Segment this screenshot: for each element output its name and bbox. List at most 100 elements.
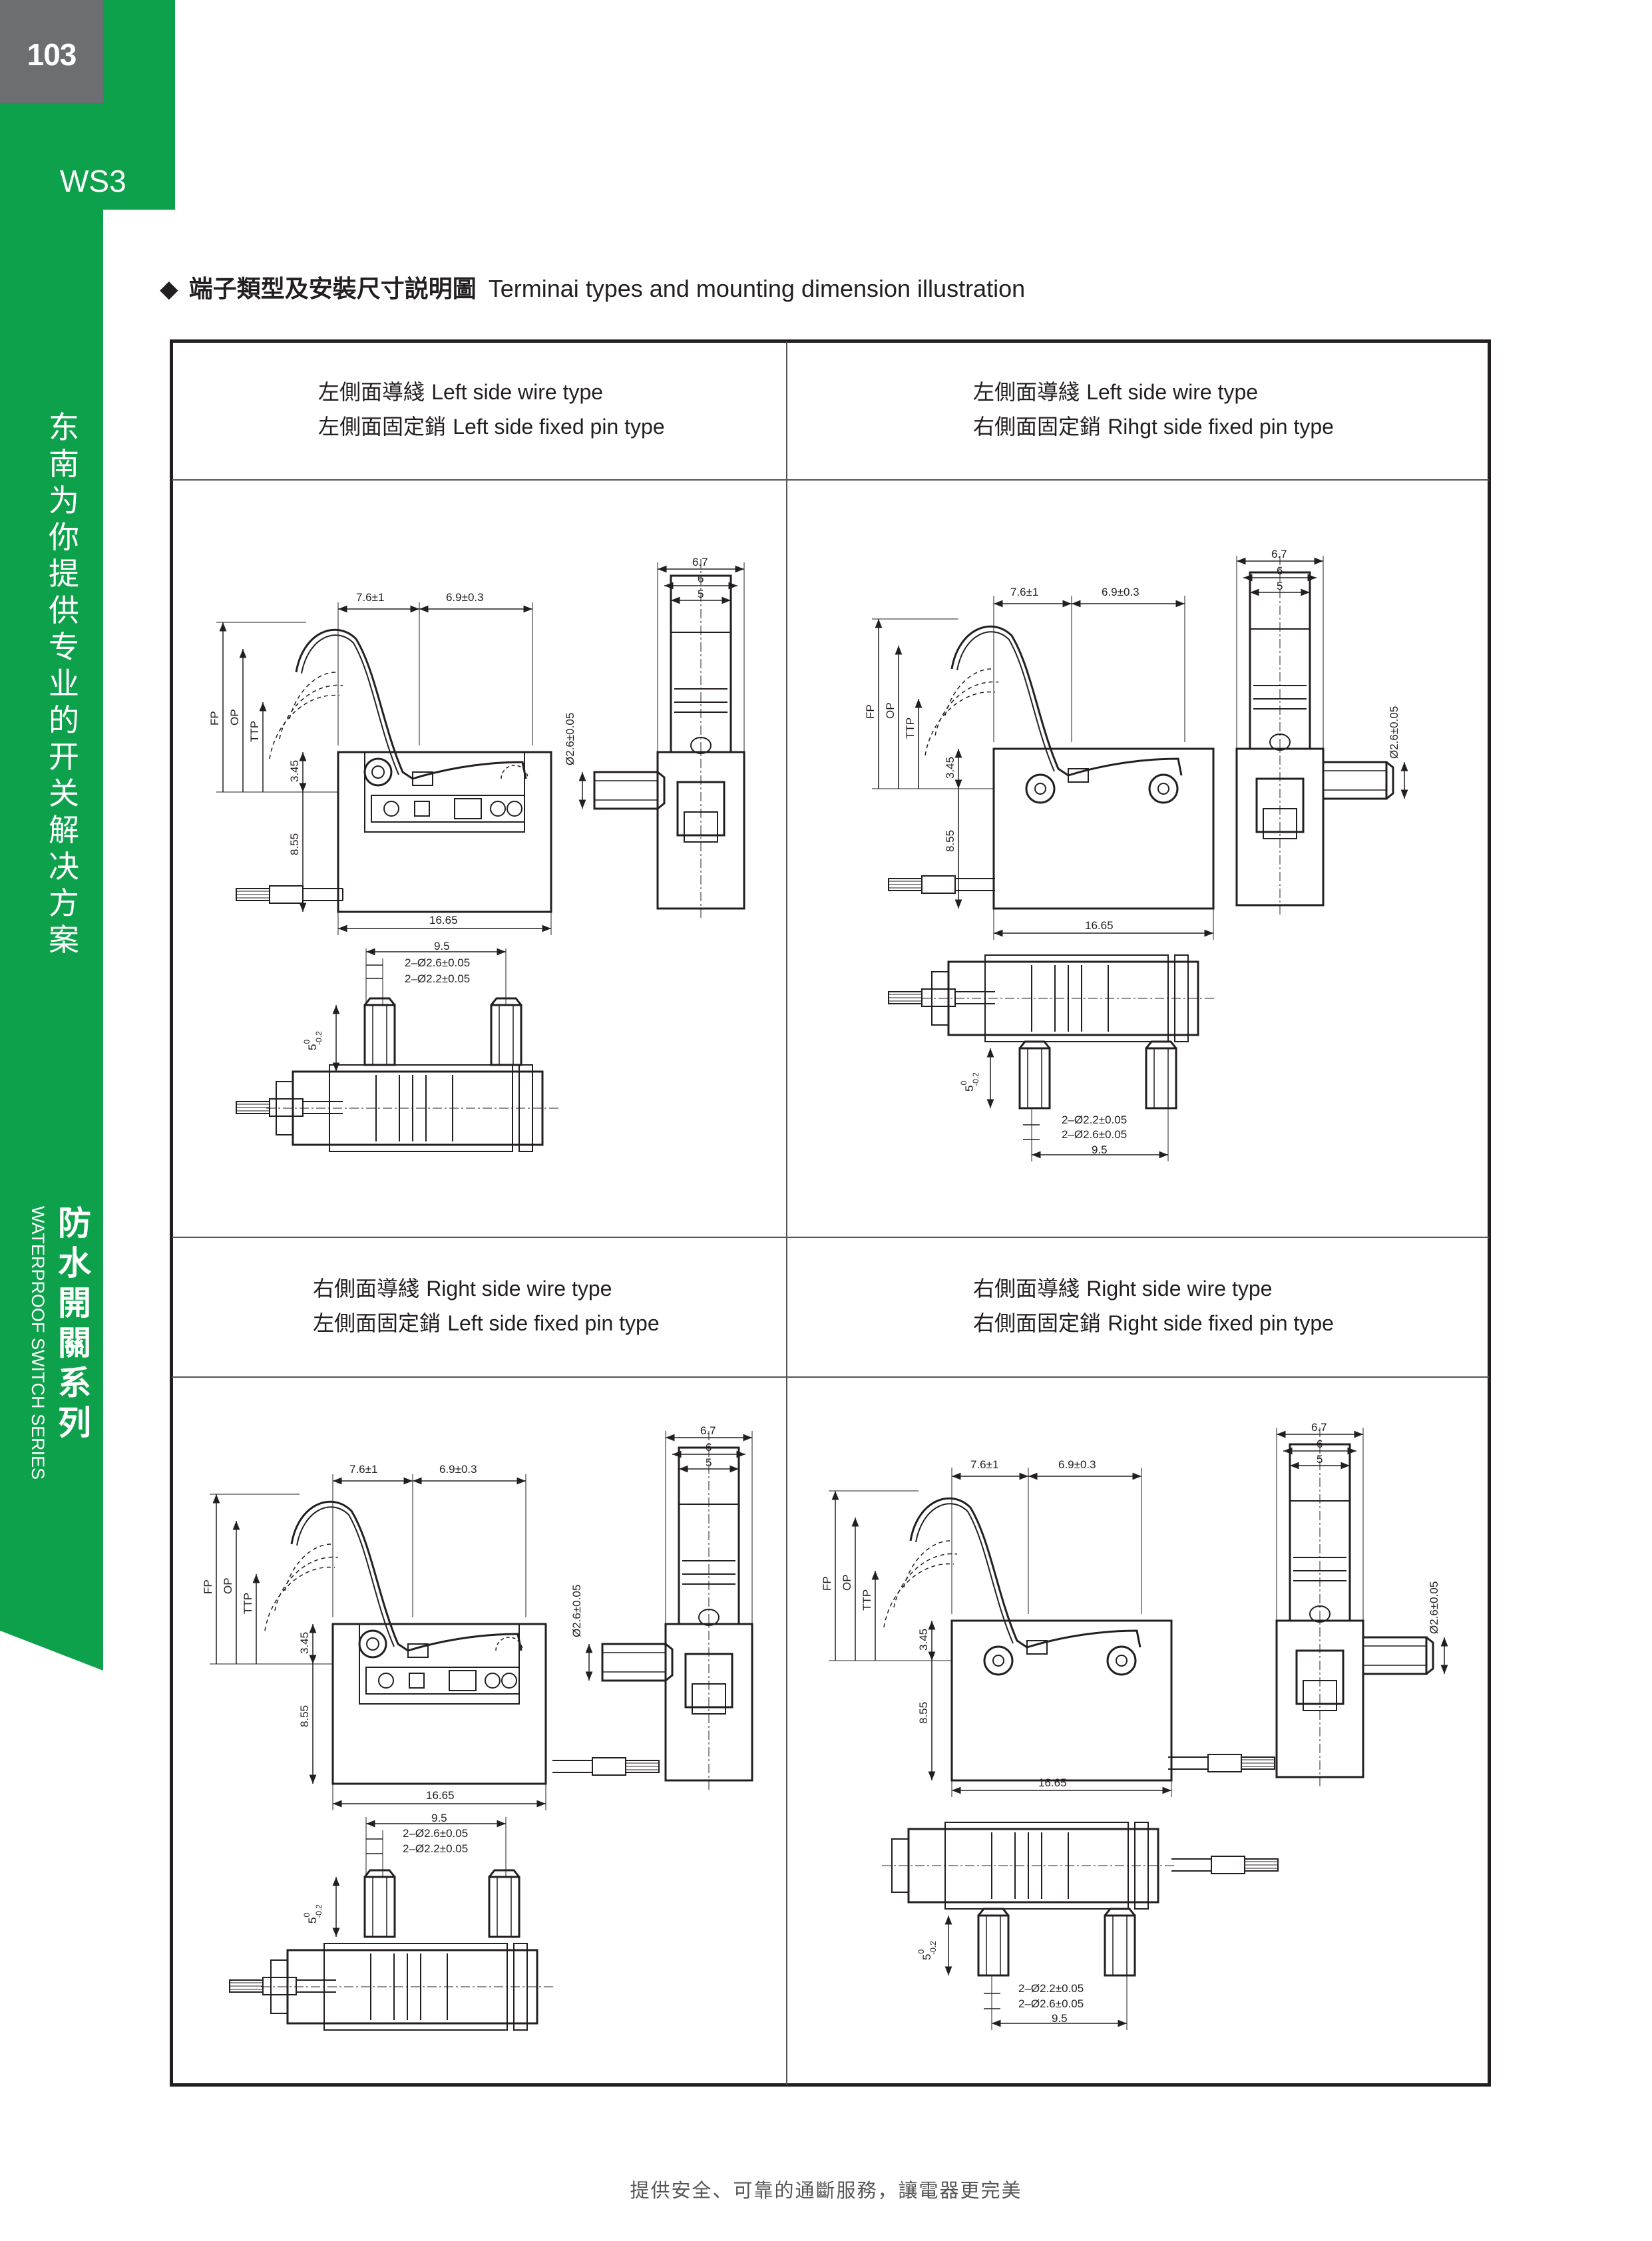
panel-1-pin-cn: 左側面固定銷 — [318, 414, 447, 439]
panel-3-wire-en: Right side wire type — [426, 1277, 612, 1301]
section-title-cn: 端子類型及安裝尺寸説明圖 — [188, 276, 477, 303]
panel-2-wire-en: Left side wire type — [1086, 380, 1259, 404]
dim-6-9: 6.9±0.3 — [1102, 586, 1139, 598]
dim-8-55: 8.55 — [298, 1705, 311, 1727]
dim-7-6: 7.6±1 — [970, 1458, 998, 1471]
dim-6: 6 — [706, 1441, 712, 1454]
panel-1-drawing: 7.6±1 6.9±0.3 6.7 6 5 Ø2.6±0.05 FP OP TT… — [208, 556, 745, 1153]
dim-3-45: 3.45 — [917, 1629, 930, 1651]
dim-diameter: Ø2.6±0.05 — [570, 1585, 583, 1637]
dim-op: OP — [841, 1574, 853, 1591]
panel-4-pin-cn: 右側面固定銷 — [973, 1311, 1102, 1336]
section-title: ◆ 端子類型及安裝尺寸説明圖 Terminai types and mounting… — [160, 270, 1025, 304]
sidebar-top-band — [103, 0, 175, 103]
dim-9-5: 9.5 — [431, 1812, 447, 1824]
panel-3-wire-cn: 右側面導綫 — [313, 1276, 420, 1301]
dim-6: 6 — [698, 572, 704, 585]
dim-fp: FP — [864, 704, 877, 719]
dim-6-7: 6.7 — [692, 556, 708, 568]
dim-8-55: 8.55 — [917, 1702, 930, 1724]
dim-pin-2-6: 2–Ø2.6±0.05 — [405, 956, 470, 969]
panel-1-wire-en: Left side wire type — [431, 380, 604, 404]
panel-4-wire-cn: 右側面導綫 — [973, 1276, 1080, 1301]
dim-diameter: Ø2.6±0.05 — [1388, 706, 1400, 759]
panel-2-pin-cn: 右側面固定銷 — [973, 414, 1102, 439]
dim-7-6: 7.6±1 — [1010, 586, 1038, 598]
dim-6-9: 6.9±0.3 — [439, 1463, 477, 1476]
dim-pin-2-2: 2–Ø2.2±0.05 — [1062, 1114, 1127, 1126]
dim-5-tol: 50-0.2 — [959, 1072, 980, 1092]
dim-pin-2-6: 2–Ø2.6±0.05 — [1062, 1128, 1127, 1141]
dim-6-9: 6.9±0.3 — [446, 591, 484, 604]
dim-pin-2-2: 2–Ø2.2±0.05 — [1018, 1982, 1084, 1995]
panel-3-drawing: 7.6±1 6.9±0.3 6.7 6 5 Ø2.6±0.05 FP OP TT… — [202, 1424, 753, 2031]
dim-pin-2-6: 2–Ø2.6±0.05 — [1018, 1997, 1084, 2010]
section-title-en: Terminai types and mounting dimension il… — [488, 275, 1026, 302]
sidebar-slant — [0, 1631, 103, 1671]
dim-3-45: 3.45 — [298, 1632, 311, 1654]
dim-7-6: 7.6±1 — [356, 591, 384, 604]
dim-7-6: 7.6±1 — [349, 1463, 377, 1476]
dim-16-65: 16.65 — [426, 1789, 455, 1802]
dim-5-tol: 50-0.2 — [302, 1904, 323, 1924]
dim-fp: FP — [208, 711, 221, 725]
dim-ttp: TTP — [248, 721, 261, 742]
dim-ttp: TTP — [861, 1589, 873, 1611]
panel-4-drawing: 7.6±1 6.9±0.3 6.7 6 5 Ø2.6±0.05 FP OP TT… — [821, 1421, 1448, 2030]
dim-pin-2-6: 2–Ø2.6±0.05 — [403, 1827, 468, 1840]
grid-divider-middle — [172, 1237, 1489, 1238]
panel-2-wire-cn: 左側面導綫 — [973, 379, 1080, 405]
dim-8-55: 8.55 — [288, 833, 301, 855]
dim-16-65: 16.65 — [429, 914, 458, 926]
dim-5: 5 — [706, 1456, 712, 1469]
series-name-en: WATERPROOF SWITCH SERIES — [28, 1206, 48, 1480]
dim-5: 5 — [1317, 1453, 1323, 1466]
dim-16-65: 16.65 — [1038, 1776, 1067, 1789]
illustration-frame — [170, 339, 1491, 2087]
grid-divider-caption-top — [172, 479, 1489, 481]
sidebar-strip — [0, 210, 103, 1631]
dim-op: OP — [222, 1577, 234, 1594]
dim-16-65: 16.65 — [1085, 919, 1114, 932]
dim-9-5: 9.5 — [1052, 2012, 1068, 2025]
page-number-box: 103 — [0, 0, 103, 103]
dim-ttp: TTP — [242, 1593, 254, 1614]
dim-8-55: 8.55 — [944, 830, 956, 852]
dim-diameter: Ø2.6±0.05 — [1428, 1581, 1440, 1634]
diamond-icon: ◆ — [160, 276, 178, 303]
dim-3-45: 3.45 — [288, 760, 301, 782]
panel-3-pin-en: Left side fixed pin type — [447, 1311, 660, 1335]
dim-6-7: 6.7 — [1271, 548, 1287, 560]
dim-6-7: 6.7 — [1311, 1421, 1327, 1434]
dim-ttp: TTP — [904, 717, 917, 739]
dim-9-5: 9.5 — [1092, 1143, 1108, 1156]
panel-2-drawing: 7.6±1 6.9±0.3 6.7 6 5 Ø2.6±0.05 FP OP TT… — [864, 548, 1408, 1161]
dim-6: 6 — [1317, 1438, 1323, 1450]
dim-5: 5 — [1277, 580, 1283, 592]
dim-pin-2-2: 2–Ø2.2±0.05 — [403, 1842, 468, 1855]
panel-1-wire-cn: 左側面導綫 — [318, 379, 425, 405]
dim-5: 5 — [698, 588, 704, 600]
dim-diameter: Ø2.6±0.05 — [564, 713, 576, 765]
panel-4-wire-en: Right side wire type — [1086, 1277, 1273, 1301]
dim-6: 6 — [1277, 564, 1283, 577]
series-code: WS3 — [60, 164, 126, 198]
panel-1-caption: 左側面導綫 Left side wire type 左側面固定銷 Left si… — [318, 375, 665, 444]
panel-1-pin-en: Left side fixed pin type — [453, 415, 665, 439]
panel-3-caption: 右側面導綫 Right side wire type 左側面固定銷 Left s… — [313, 1271, 660, 1340]
dim-5-tol: 50-0.2 — [302, 1031, 323, 1050]
footer-slogan: 提供安全、可靠的通斷服務，讓電器更完美 — [630, 2179, 1022, 2202]
page-number: 103 — [27, 37, 77, 72]
panel-4-pin-en: Right side fixed pin type — [1108, 1311, 1334, 1335]
dim-fp: FP — [202, 1579, 214, 1594]
series-name-cn: 防水開關系列 — [58, 1204, 91, 1442]
dim-9-5: 9.5 — [434, 940, 450, 952]
grid-divider-caption-bottom — [172, 1376, 1489, 1378]
dim-5-tol: 50-0.2 — [917, 1941, 938, 1960]
panel-4-caption: 右側面導綫 Right side wire type 右側面固定銷 Right … — [973, 1271, 1334, 1340]
panel-2-pin-en: Rihgt side fixed pin type — [1108, 415, 1334, 439]
grid-divider-vertical — [786, 341, 787, 2085]
panel-3-pin-cn: 左側面固定銷 — [313, 1311, 441, 1336]
dim-op: OP — [228, 709, 241, 725]
